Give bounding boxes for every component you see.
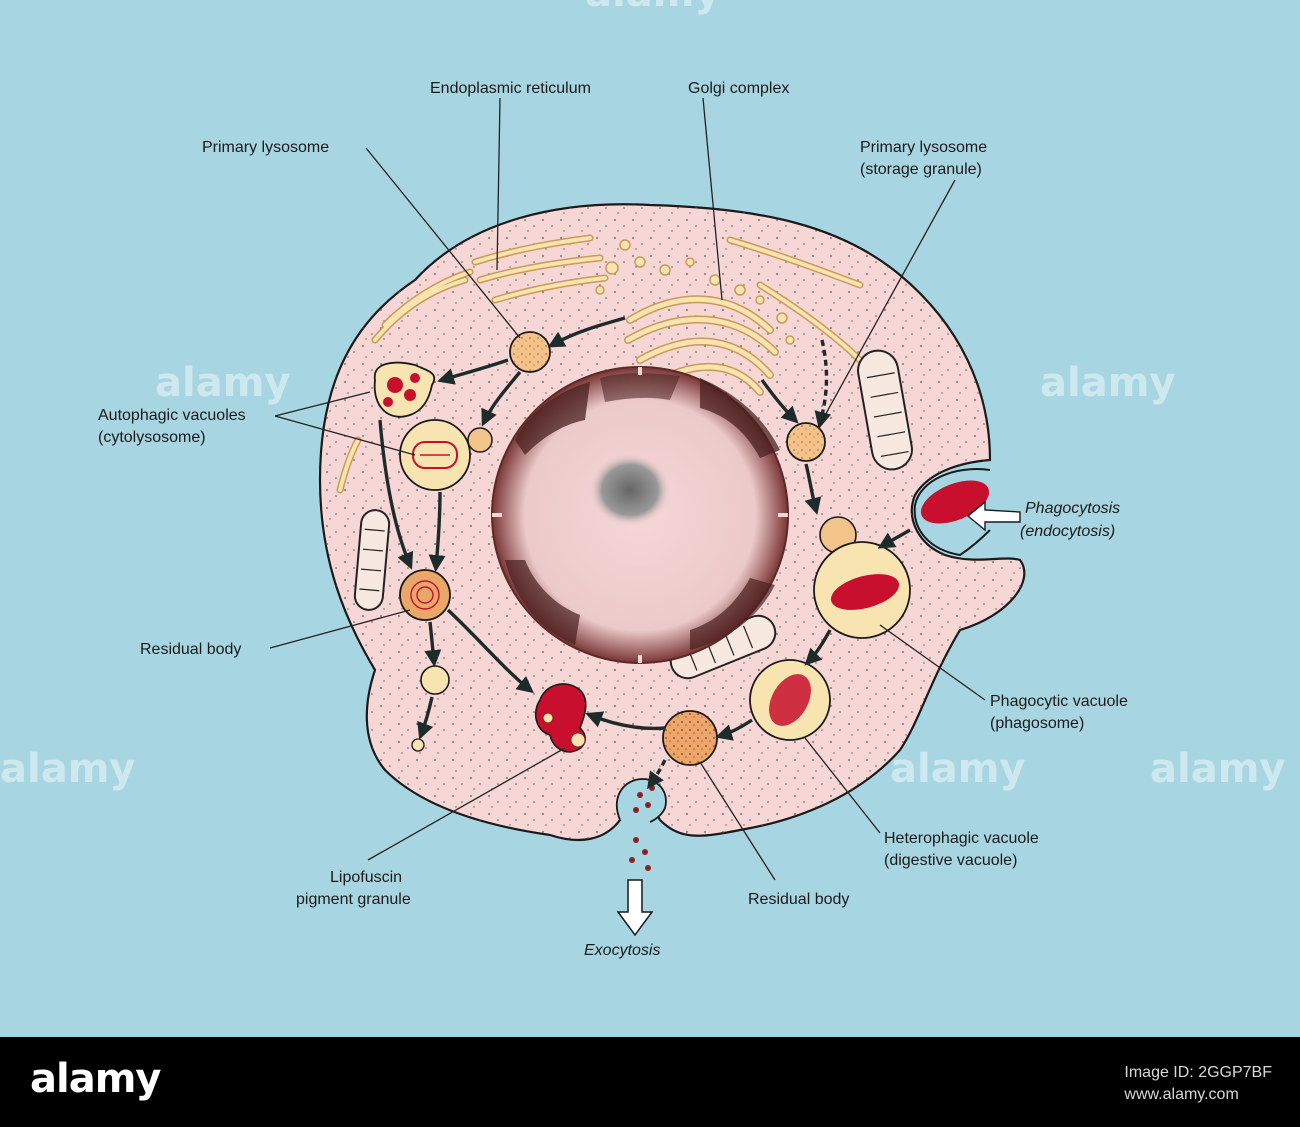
label-phagocytic-vacuole: Phagocytic vacuole xyxy=(990,693,1128,710)
label-autophagic-vacuoles: Autophagic vacuoles xyxy=(98,407,246,424)
watermark: alamy xyxy=(1150,746,1285,792)
label-phagocytosis: Phagocytosis xyxy=(1025,500,1120,517)
label-golgi-complex: Golgi complex xyxy=(688,80,789,97)
label-endocytosis: (endocytosis) xyxy=(1020,523,1115,540)
small-residual-vesicle xyxy=(420,665,450,695)
leader-lines xyxy=(269,97,986,881)
watermark: alamy xyxy=(585,0,720,16)
label-phagosome: (phagosome) xyxy=(990,715,1084,732)
label-residual-body-left: Residual body xyxy=(140,641,241,658)
image-id: Image ID: 2GGP7BF xyxy=(1124,1064,1272,1081)
flow-arrows xyxy=(378,316,911,790)
stock-footer: alamy Image ID: 2GGP7BF www.alamy.com xyxy=(0,1037,1300,1127)
heterophagic-vacuole xyxy=(749,659,831,741)
watermark: alamy xyxy=(0,746,135,792)
label-digestive-vacuole: (digestive vacuole) xyxy=(884,852,1017,869)
label-lipofuscin: Lipofuscin xyxy=(330,869,402,886)
label-residual-body-bottom: Residual body xyxy=(748,891,849,908)
label-primary-lysosome-left: Primary lysosome xyxy=(202,139,329,156)
lysosome-diagram: alamy alamy alamy alamy alamy alamy alam… xyxy=(0,0,1285,959)
autophagic-vacuole-lower xyxy=(399,419,493,491)
watermark: alamy xyxy=(890,746,1025,792)
label-cytolysosome: (cytolysosome) xyxy=(98,429,206,446)
phagocytosis-arrow xyxy=(966,500,1021,532)
label-primary-lysosome-right: Primary lysosome xyxy=(860,139,987,156)
expelled-vesicle xyxy=(411,738,425,752)
label-heterophagic-vacuole: Heterophagic vacuole xyxy=(884,830,1039,847)
phagocytic-vacuole xyxy=(813,516,911,639)
footer-meta: Image ID: 2GGP7BF www.alamy.com xyxy=(1124,1062,1272,1106)
watermark: alamy xyxy=(155,360,290,406)
nucleus xyxy=(491,366,789,664)
labels: Endoplasmic reticulum Golgi complex Prim… xyxy=(98,80,1128,959)
golgi-vesicles xyxy=(595,239,795,345)
exocytosis-vesicle xyxy=(615,778,667,871)
exocytosis-arrow xyxy=(616,879,654,937)
label-storage-granule: (storage granule) xyxy=(860,161,982,178)
diagram-stage: alamy alamy alamy alamy alamy alamy alam… xyxy=(0,0,1285,959)
mitochondria xyxy=(353,349,913,680)
label-endoplasmic-reticulum: Endoplasmic reticulum xyxy=(430,80,591,97)
footer-url: www.alamy.com xyxy=(1124,1086,1239,1103)
residual-body-bottom xyxy=(662,710,718,766)
label-exocytosis: Exocytosis xyxy=(584,942,660,959)
footer-logo: alamy xyxy=(30,1056,161,1102)
nucleolus xyxy=(590,454,670,526)
watermark: alamy xyxy=(1040,360,1175,406)
label-pigment-granule: pigment granule xyxy=(296,891,411,908)
residual-body-left xyxy=(399,569,451,621)
lipofuscin-granule xyxy=(534,683,587,753)
autophagic-vacuole-upper xyxy=(373,361,436,418)
